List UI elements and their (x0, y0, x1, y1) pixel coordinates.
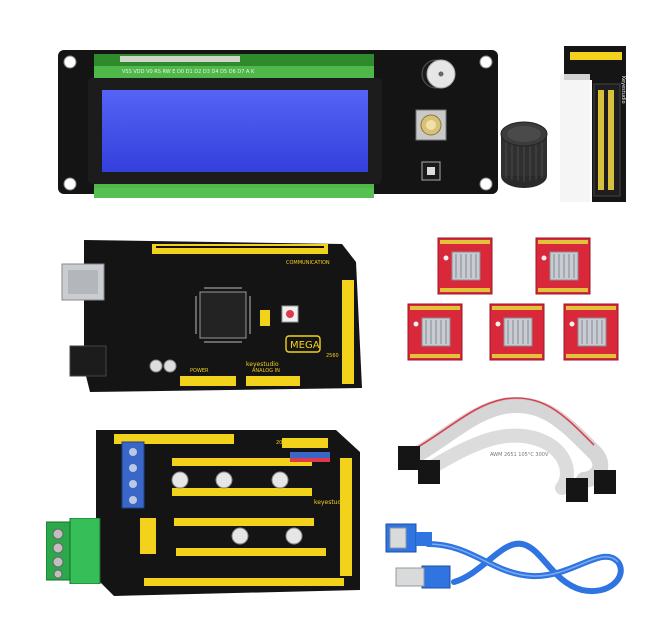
ribbon-connector (398, 446, 420, 470)
mega-header-communication: COMMUNICATION (286, 260, 330, 266)
ribbon-connector (418, 460, 440, 484)
mega-header-analog: ANALOG IN (252, 368, 280, 374)
encoder-knob (500, 118, 548, 190)
ramps-fuse (140, 518, 156, 554)
usb-a-plug (421, 565, 451, 589)
adapter-brand-label: Keyestudio (620, 76, 626, 104)
stepper-driver (407, 303, 463, 361)
mega-model-number: 2560 (326, 353, 339, 359)
stepper-driver (563, 303, 619, 361)
ribbon-connector (594, 470, 616, 494)
lcd-pin-labels: VSS VDD V0 RS RW E D0 D1 D2 D3 D4 D5 D6 … (122, 69, 255, 75)
mega-mcu-chip (199, 291, 247, 339)
mega-header-power: POWER (190, 368, 209, 374)
ribbon-cables: AWM 2651 105°C 300V (394, 392, 634, 504)
stepper-driver (535, 237, 591, 295)
lcd-controller-board: VSS VDD V0 RS RW E D0 D1 D2 D3 D4 D5 D6 … (58, 50, 498, 214)
mega2560-board: COMMUNICATION POWER ANALOG IN keyestudio… (60, 238, 366, 396)
stepper-driver (437, 237, 493, 295)
mega-header-right (342, 280, 354, 384)
usb-cable (382, 504, 632, 604)
stepper-driver (489, 303, 545, 361)
ramps-headers (114, 434, 352, 586)
cable-marking: AWM 2651 105°C 300V (490, 452, 549, 458)
ramps-board: 20 21A16 18 keyestudio (44, 428, 364, 600)
ramps-colored-pins (290, 452, 330, 462)
lcd-controller-svg: VSS VDD V0 RS RW E D0 D1 D2 D3 D4 D5 D6 … (58, 50, 498, 214)
stepper-drivers-group (400, 230, 620, 380)
capacitor (163, 359, 177, 373)
mega-header-top (152, 244, 328, 254)
mega-brand-label: keyestudio (246, 361, 279, 368)
ramps-header-numbers: 20 21A16 18 (276, 440, 308, 446)
mega-dc-jack (69, 345, 107, 377)
lcd-adapter-board: Keyestudio (560, 44, 630, 204)
lcd-pin-header (120, 56, 240, 62)
ribbon-connector (566, 478, 588, 502)
ramps-capacitors (171, 471, 303, 545)
mega-model-label: MEGA (290, 340, 320, 351)
ramps-brand-label: keyestudio (314, 499, 347, 506)
mount-hole (479, 177, 493, 191)
ramps-terminal-blue (121, 441, 145, 509)
mount-hole (479, 55, 493, 69)
capacitor (149, 359, 163, 373)
green-terminal-block (45, 517, 102, 585)
mount-hole (63, 177, 77, 191)
mount-hole (63, 55, 77, 69)
